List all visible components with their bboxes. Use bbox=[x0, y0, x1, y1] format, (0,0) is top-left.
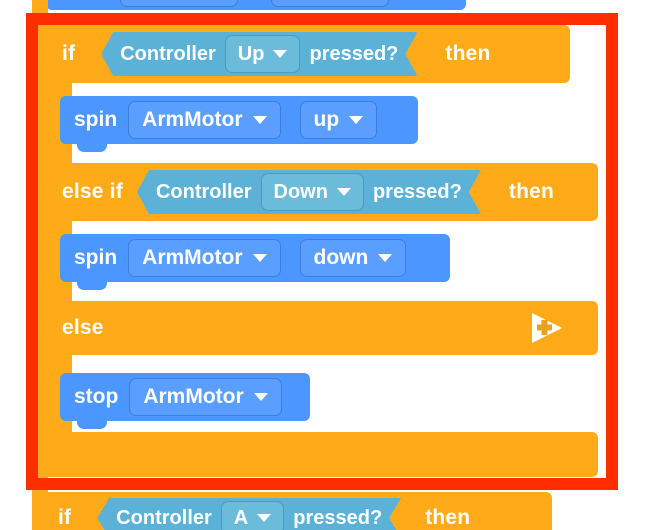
motor-direction-dropdown[interactable]: up bbox=[299, 101, 378, 139]
spin-arm-motor-down-block[interactable]: spin ArmMotor down bbox=[60, 234, 450, 290]
plus-in-triangle-icon bbox=[532, 313, 562, 343]
else-if-header-row[interactable]: else if Controller Down pressed? then bbox=[46, 163, 598, 221]
add-else-if-button[interactable] bbox=[528, 311, 564, 345]
motor-device-value: ArmMotor bbox=[142, 108, 243, 131]
motor-device-value: ArmMotor bbox=[143, 385, 244, 408]
boolean-prefix-label: Controller bbox=[116, 506, 212, 529]
sensing-boolean-a[interactable]: Controller A pressed? bbox=[97, 498, 401, 530]
partial-dropdown-1[interactable] bbox=[120, 0, 238, 7]
then-keyword: then bbox=[445, 42, 491, 65]
boolean-prefix-label: Controller bbox=[120, 42, 216, 65]
chevron-down-icon bbox=[253, 393, 268, 401]
motor-device-dropdown[interactable]: ArmMotor bbox=[129, 378, 282, 416]
chevron-down-icon bbox=[252, 254, 267, 262]
stop-arm-motor-block[interactable]: stop ArmMotor bbox=[60, 373, 310, 429]
else-if-keyword: else if bbox=[62, 180, 123, 203]
spin-command-label: spin bbox=[74, 108, 118, 131]
boolean-suffix-label: pressed? bbox=[309, 42, 399, 65]
controller-button-dropdown[interactable]: A bbox=[221, 501, 284, 530]
else-header-row[interactable]: else bbox=[46, 301, 598, 355]
chevron-down-icon bbox=[337, 188, 351, 196]
partial-dropdown-2[interactable] bbox=[271, 0, 389, 7]
controller-button-dropdown[interactable]: Up bbox=[225, 35, 301, 73]
next-if-header-row[interactable]: if Controller A pressed? then bbox=[32, 492, 552, 530]
spin-arm-motor-up-block[interactable]: spin ArmMotor up bbox=[60, 96, 418, 152]
motor-direction-dropdown[interactable]: down bbox=[299, 239, 407, 277]
sensing-boolean-up[interactable]: Controller Up pressed? bbox=[101, 32, 417, 76]
controller-button-value: Up bbox=[237, 42, 265, 65]
controller-button-dropdown[interactable]: Down bbox=[261, 173, 364, 211]
control-block-footer[interactable] bbox=[46, 432, 598, 477]
motor-device-dropdown[interactable]: ArmMotor bbox=[128, 239, 281, 277]
controller-button-value: A bbox=[233, 506, 249, 529]
chevron-down-icon bbox=[257, 514, 271, 522]
if-keyword: if bbox=[58, 506, 72, 529]
then-keyword: then bbox=[425, 506, 471, 529]
spin-command-label: spin bbox=[74, 246, 118, 269]
if-keyword: if bbox=[62, 42, 76, 65]
controller-button-value: Down bbox=[273, 180, 328, 203]
motor-direction-value: up bbox=[313, 108, 340, 131]
else-keyword: else bbox=[62, 316, 104, 339]
if-header-row[interactable]: if Controller Up pressed? then bbox=[46, 25, 570, 83]
chevron-down-icon bbox=[349, 116, 364, 124]
boolean-suffix-label: pressed? bbox=[293, 506, 383, 529]
chevron-down-icon bbox=[252, 116, 267, 124]
motor-device-value: ArmMotor bbox=[142, 246, 243, 269]
chevron-down-icon bbox=[273, 50, 287, 58]
stop-command-label: stop bbox=[74, 385, 119, 408]
partial-motor-block-top[interactable] bbox=[46, 0, 466, 10]
chevron-down-icon bbox=[378, 254, 393, 262]
motor-direction-value: down bbox=[313, 246, 369, 269]
boolean-prefix-label: Controller bbox=[155, 180, 252, 203]
then-keyword: then bbox=[508, 180, 555, 203]
boolean-suffix-label: pressed? bbox=[372, 180, 462, 203]
sensing-boolean-down[interactable]: Controller Down pressed? bbox=[137, 170, 481, 214]
motor-device-dropdown[interactable]: ArmMotor bbox=[128, 101, 281, 139]
